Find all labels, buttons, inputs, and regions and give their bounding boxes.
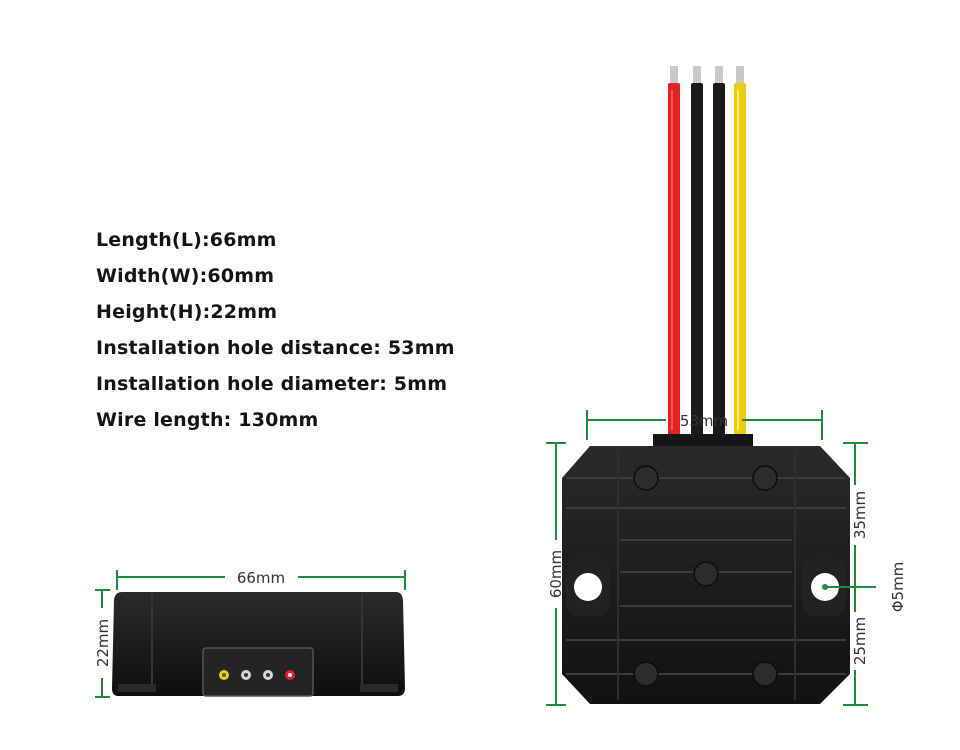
wire-red: [668, 83, 680, 439]
screw-center: [693, 561, 719, 587]
screw-top-left: [633, 465, 659, 491]
spec-hole-distance: Installation hole distance: 53mm: [96, 337, 455, 359]
wire-black-1: [691, 83, 703, 439]
screw-bottom-right: [752, 661, 778, 687]
dim-upper-offset: 35mm: [851, 491, 869, 539]
wire-bundle: [668, 66, 746, 439]
housing-top-view: [562, 434, 850, 704]
spec-width: Width(W):60mm: [96, 265, 275, 287]
spec-wire-length: Wire length: 130mm: [96, 409, 319, 431]
dim-lower-offset: 25mm: [851, 617, 869, 665]
mounting-hole-left: [574, 573, 602, 601]
dimension-lines: [95, 410, 876, 706]
wire-tip-red: [670, 66, 678, 84]
spec-hole-diameter: Installation hole diameter: 5mm: [96, 373, 448, 395]
spec-length: Length(L):66mm: [96, 229, 277, 251]
spec-list: Length(L):66mm Width(W):60mm Height(H):2…: [96, 226, 455, 442]
spec-height: Height(H):22mm: [96, 301, 278, 323]
screw-bottom-left: [633, 661, 659, 687]
wire-tip-black-1: [693, 66, 701, 84]
wire-gland: [202, 647, 314, 697]
wire-yellow: [734, 83, 746, 439]
housing-side-view: [112, 592, 405, 697]
dim-hole-diameter: Φ5mm: [889, 562, 907, 613]
dim-hole-distance: 53mm: [680, 412, 728, 430]
dim-top-width: 60mm: [547, 550, 565, 598]
wire-tip-black-2: [715, 66, 723, 84]
wire-tip-yellow: [736, 66, 744, 84]
screw-top-right: [752, 465, 778, 491]
dim-side-length: 66mm: [237, 569, 285, 587]
wire-black-2: [713, 83, 725, 439]
dim-side-height: 22mm: [94, 619, 112, 667]
